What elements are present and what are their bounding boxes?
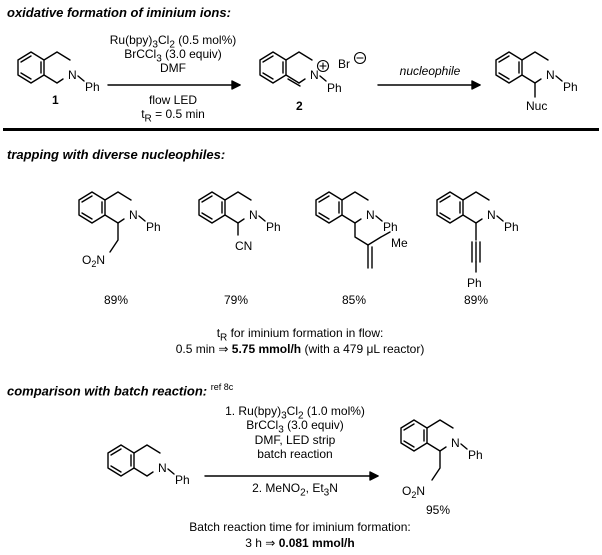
batch-product-phenyl: Ph [468,448,483,462]
product-2-nitrogen: N [249,208,258,222]
product-nitromethyl-structure [78,191,146,253]
batch-reagent-catalyst: 1. Ru(bpy)3Cl2 (1.0 mol%) [225,404,365,422]
product-4-nitrogen: N [487,208,496,222]
reagent-solvent: DMF [160,61,186,75]
product-1-nitrogen: N [129,208,138,222]
product-2-substituent: CN [235,239,252,253]
section-header-iminium-formation: oxidative formation of iminium ions: [7,5,231,20]
batch-sm-nitrogen: N [158,461,167,475]
product-alkynyl-structure [436,191,504,273]
nuc-product-nitrogen: N [546,68,555,82]
batch-product-structure [400,419,468,481]
section-header-trapping: trapping with diverse nucleophiles: [7,147,226,162]
flow-time-caption: tR for iminium formation in flow: [216,326,384,344]
product-4-substituent: Ph [467,276,482,290]
compound-1-structure [17,51,85,84]
batch-sm-phenyl: Ph [175,473,190,487]
yield-product-2: 79% [223,293,249,307]
compound-2-phenyl: Ph [327,81,342,95]
condition-light: flow LED [148,93,198,107]
product-cyano-structure [198,191,266,236]
reference-note: ref 8c [210,382,234,392]
compound-1-nitrogen: N [68,68,77,82]
compound-2-structure [259,51,327,87]
compound-2-label: 2 [296,99,303,113]
batch-step-2: 2. MeNO2, Et3N [252,481,338,499]
batch-starting-material-structure [107,444,175,477]
batch-reaction-note: batch reaction [257,447,333,461]
yield-product-1: 89% [103,293,129,307]
product-2-phenyl: Ph [266,220,281,234]
product-3-nitrogen: N [366,208,375,222]
nuc-product-phenyl: Ph [563,80,578,94]
batch-reagent-oxidant: BrCCl3 (3.0 equiv) [246,418,344,436]
compound-1-phenyl: Ph [85,80,100,94]
product-1-phenyl: Ph [146,220,161,234]
compound-2-nitrogen: N [310,68,319,82]
arrow2-label: nucleophile [399,64,461,78]
batch-product-yield: 95% [425,503,451,517]
batch-product-substituent: O2N [402,484,425,500]
product-3-substituent: Me [391,236,408,250]
flow-throughput: 0.5 min ⇒ 5.75 mmol/h (with a 479 μL rea… [175,342,425,356]
reagent-oxidant: BrCCl3 (3.0 equiv) [124,47,222,65]
product-methallyl-structure [315,191,391,269]
condition-residence-time: tR = 0.5 min [141,107,205,125]
product-3-phenyl: Ph [383,220,398,234]
product-4-phenyl: Ph [504,220,519,234]
nuc-product-structure [495,51,563,98]
section-header-batch: comparison with batch reaction: ref 8c [7,382,234,399]
reagent-catalyst: Ru(bpy)3Cl2 (0.5 mol%) [109,33,237,51]
batch-throughput: 3 h ⇒ 0.081 mmol/h [245,536,355,550]
nucleophile-group: Nuc [526,99,547,113]
section-divider [3,128,599,131]
compound-1-label: 1 [52,93,59,107]
yield-product-3: 85% [341,293,367,307]
batch-time-caption: Batch reaction time for iminium formatio… [189,520,411,534]
batch-product-nitrogen: N [451,436,460,450]
bromide-counterion: Br [338,57,350,71]
batch-reagent-solvent-light: DMF, LED strip [254,433,336,447]
product-1-substituent: O2N [82,253,105,269]
yield-product-4: 89% [463,293,489,307]
